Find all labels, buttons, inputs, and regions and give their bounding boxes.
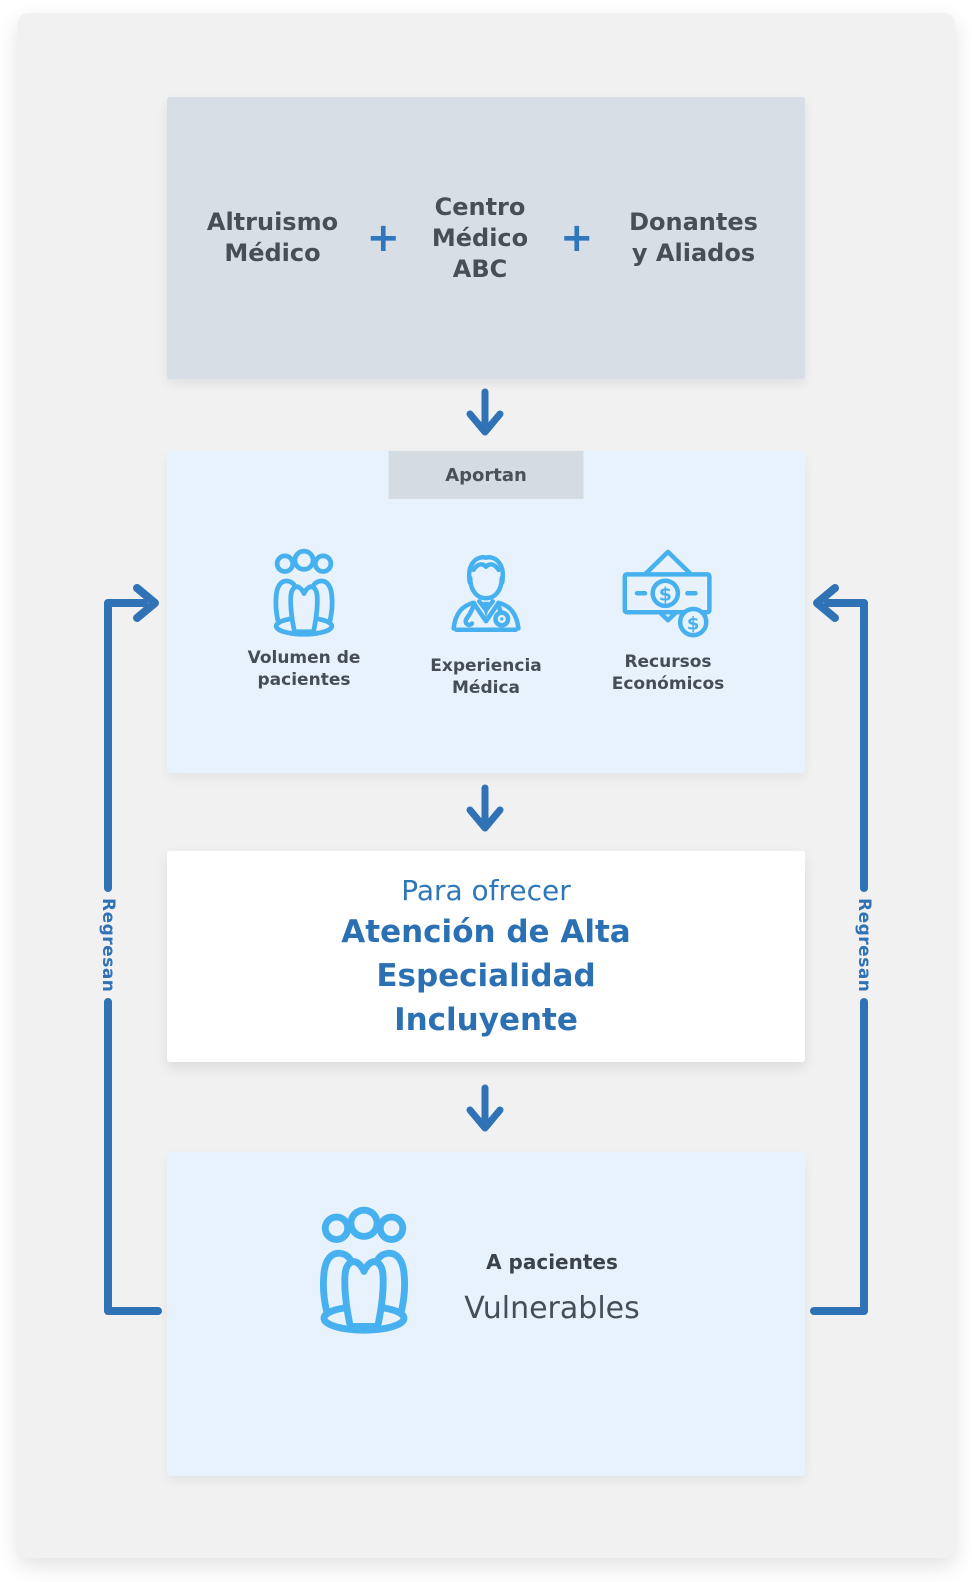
patients-group-icon bbox=[273, 548, 335, 637]
plus-icon: + bbox=[560, 215, 594, 261]
partner-altruismo: Altruismo Médico bbox=[206, 208, 339, 267]
aportan-item-label: Volumen de pacientes bbox=[247, 648, 361, 691]
offer-line-3: Incluyente bbox=[394, 1002, 578, 1038]
patients-group-icon bbox=[319, 1206, 409, 1334]
down-arrow-icon bbox=[466, 388, 504, 436]
partner-donantes: Donantes y Aliados bbox=[629, 208, 758, 267]
down-arrow-icon bbox=[466, 1084, 504, 1132]
return-label-left: Regresan bbox=[98, 897, 118, 993]
aportan-tab: Aportan bbox=[388, 451, 584, 499]
aportan-item-label: Experiencia Médica bbox=[430, 656, 542, 699]
plus-icon: + bbox=[366, 215, 400, 261]
diagram-canvas: Regresan Regresan Altruismo Médico + Cen… bbox=[18, 13, 955, 1558]
patients-label-top: A pacientes bbox=[486, 1250, 618, 1274]
aportan-items-row: Volumen de pacientes bbox=[167, 543, 805, 700]
money-icon: $ $ bbox=[622, 549, 712, 638]
return-left-top-line bbox=[104, 599, 148, 892]
aportan-item-label: Recursos Económicos bbox=[611, 652, 725, 695]
patients-text-block: A pacientes Vulnerables bbox=[462, 1250, 642, 1326]
aportan-item-recursos: $ $ Recursos Económicos bbox=[577, 543, 759, 700]
return-right-arrowhead-icon bbox=[813, 584, 839, 622]
aportan-item-volumen: Volumen de pacientes bbox=[213, 543, 395, 700]
down-arrow-icon bbox=[466, 784, 504, 832]
svg-text:$: $ bbox=[659, 584, 672, 606]
partners-box: Altruismo Médico + Centro Médico ABC + D… bbox=[167, 97, 805, 379]
patients-label-main: Vulnerables bbox=[464, 1291, 640, 1326]
return-left-arrowhead-icon bbox=[133, 584, 159, 622]
doctor-icon bbox=[451, 555, 521, 632]
return-right-bottom-line bbox=[810, 998, 868, 1315]
svg-text:$: $ bbox=[687, 613, 700, 634]
return-left-bottom-line bbox=[104, 998, 162, 1315]
aportan-box: Aportan Volumen de pacientes bbox=[167, 451, 805, 773]
offer-intro: Para ofrecer bbox=[401, 874, 571, 907]
return-label-right: Regresan bbox=[854, 897, 874, 993]
return-right-top-line bbox=[824, 599, 868, 892]
patients-box: A pacientes Vulnerables bbox=[167, 1152, 805, 1476]
partner-centro-medico: Centro Médico ABC bbox=[431, 192, 529, 283]
offer-line-1: Atención de Alta bbox=[341, 914, 631, 950]
aportan-item-experiencia: Experiencia Médica bbox=[395, 543, 577, 700]
offer-box: Para ofrecer Atención de Alta Especialid… bbox=[167, 851, 805, 1062]
offer-line-2: Especialidad bbox=[376, 958, 596, 994]
